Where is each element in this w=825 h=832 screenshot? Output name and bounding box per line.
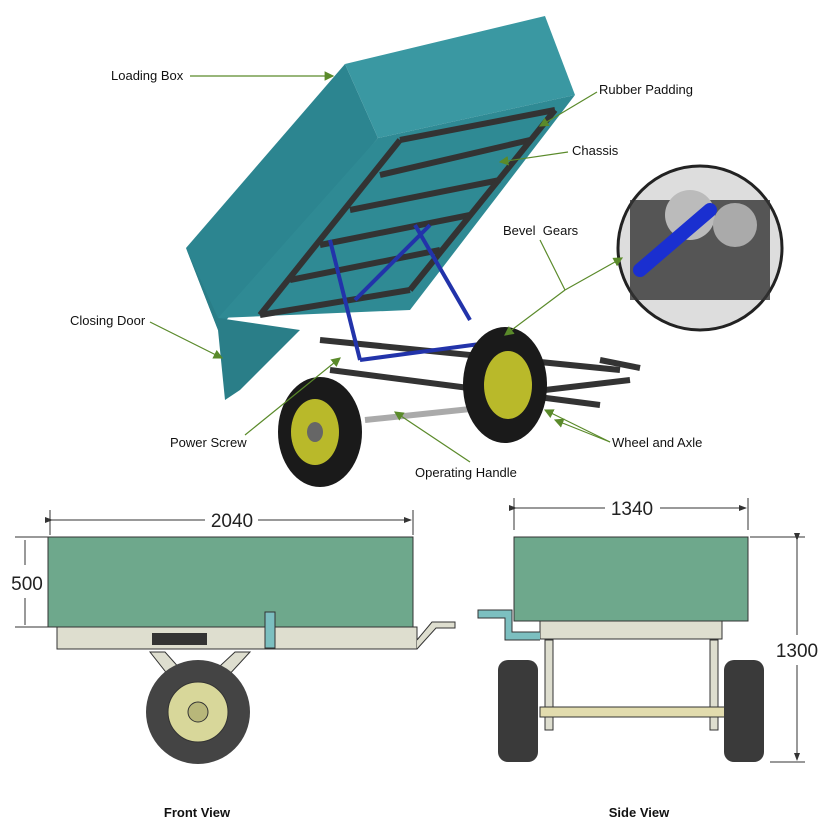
trailer-3d-model — [186, 16, 784, 487]
dim-front-height: 500 — [11, 574, 43, 595]
chassis — [257, 107, 641, 408]
front-view: 2040 500 Front View — [11, 510, 456, 820]
bevel-gears-inset — [616, 164, 784, 332]
label-power-screw: Power Screw — [170, 435, 247, 450]
label-operating-handle: Operating Handle — [415, 465, 517, 480]
label-chassis: Chassis — [572, 143, 619, 158]
dim-side-width: 1340 — [611, 499, 653, 520]
label-loading-box: Loading Box — [111, 68, 184, 83]
loading-box-side — [186, 64, 378, 330]
caption-side-view: Side View — [609, 805, 670, 820]
loading-box-top — [345, 16, 575, 138]
leader-lines — [149, 71, 624, 463]
label-wheel-and-axle: Wheel and Axle — [612, 435, 702, 450]
dim-front-width: 2040 — [211, 511, 253, 532]
dim-side-height: 1300 — [776, 641, 818, 662]
side-view: 1340 1300 Side View — [477, 498, 818, 820]
closing-door — [186, 248, 300, 400]
wheel-right — [463, 327, 547, 443]
caption-front-view: Front View — [164, 805, 231, 820]
operating-handle — [364, 405, 481, 423]
wheel-left — [278, 377, 362, 487]
label-rubber-padding: Rubber Padding — [599, 82, 693, 97]
label-closing-door: Closing Door — [70, 313, 146, 328]
label-bevel-gears: Bevel Gears — [503, 223, 579, 238]
